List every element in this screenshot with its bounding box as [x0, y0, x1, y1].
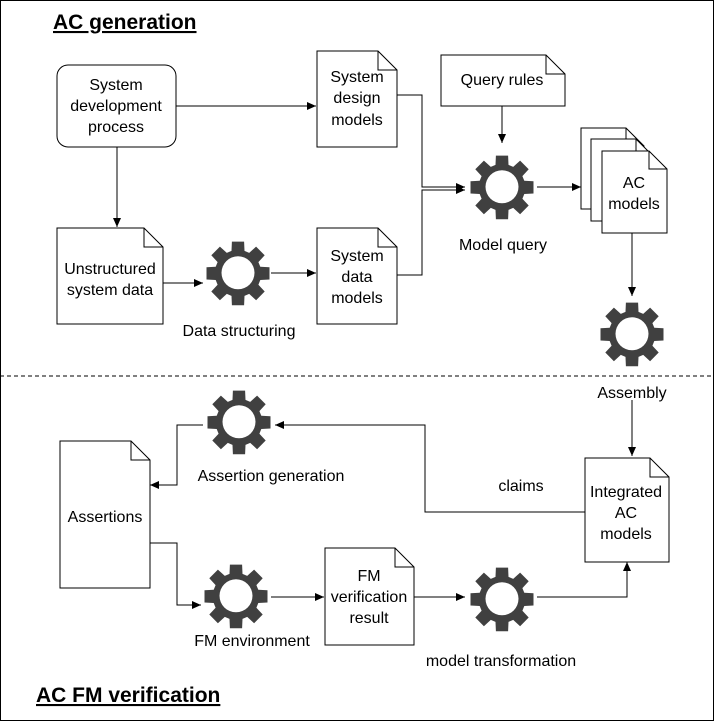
svg-text:result: result: [349, 610, 389, 627]
node-assertions: Assertions: [59, 440, 151, 589]
svg-text:models: models: [608, 196, 660, 213]
edge-design-to-query: [397, 94, 465, 191]
edge-sysdata-to-query: [397, 186, 465, 276]
node-query-rules: Query rules: [440, 54, 566, 107]
edges: [113, 94, 636, 609]
svg-text:System: System: [89, 77, 142, 94]
edge-assertions-to-fmenv: [150, 542, 201, 609]
section-title-ac-fm-verification: AC FM verification: [36, 684, 220, 707]
assertion-generation-gear-icon: [207, 390, 271, 455]
svg-text:AC: AC: [623, 175, 645, 192]
process-fm-environment: FM environment: [194, 564, 310, 650]
node-unstructured-system-data: Unstructured system data: [56, 227, 164, 325]
node-system-data-models: System data models: [316, 227, 398, 325]
node-system-development-process: System development process: [56, 64, 177, 148]
svg-text:Data structuring: Data structuring: [183, 323, 296, 340]
process-assertion-generation: Assertion generation: [198, 390, 345, 485]
svg-text:models: models: [600, 526, 652, 543]
svg-text:AC: AC: [615, 505, 637, 522]
model-query-gear-icon: [470, 155, 534, 220]
svg-text:verification: verification: [331, 589, 407, 606]
node-fm-verification-result: FM verification result: [324, 547, 415, 646]
svg-text:data: data: [341, 269, 372, 286]
svg-text:System: System: [330, 69, 383, 86]
model-transformation-gear-icon: [470, 567, 534, 632]
node-system-design-models: System design models: [316, 50, 398, 148]
node-integrated-ac-models: Integrated AC models: [584, 457, 670, 563]
process-model-transformation: model transformation: [426, 567, 576, 670]
svg-text:FM environment: FM environment: [194, 633, 310, 650]
process-assembly: Assembly: [597, 302, 667, 402]
svg-text:Model query: Model query: [459, 237, 547, 254]
svg-text:Integrated: Integrated: [590, 484, 662, 501]
svg-text:Query rules: Query rules: [461, 72, 544, 89]
svg-text:Assembly: Assembly: [597, 385, 666, 402]
edge-transform-to-integrated: [537, 562, 631, 598]
fm-environment-gear-icon: [204, 564, 268, 629]
svg-text:development: development: [70, 98, 162, 115]
svg-text:design: design: [333, 90, 380, 107]
svg-text:models: models: [331, 112, 383, 129]
svg-text:Assertion generation: Assertion generation: [198, 468, 345, 485]
svg-text:process: process: [88, 119, 144, 136]
data-structuring-gear-icon: [206, 241, 270, 306]
edge-assertiongen-to-assertions: [150, 424, 203, 489]
node-ac-models: AC models: [580, 127, 668, 234]
svg-text:System: System: [330, 248, 383, 265]
svg-text:Unstructured: Unstructured: [64, 261, 156, 278]
edge-integrated-to-assertiongen: [275, 421, 585, 513]
assembly-gear-icon: [600, 302, 664, 367]
svg-text:system data: system data: [67, 282, 153, 299]
process-data-structuring: Data structuring: [183, 241, 296, 340]
svg-text:FM: FM: [357, 568, 380, 585]
edge-label-claims: claims: [498, 478, 543, 495]
section-title-ac-generation: AC generation: [53, 11, 197, 34]
process-model-query: Model query: [459, 155, 547, 254]
svg-text:models: models: [331, 290, 383, 307]
svg-text:Assertions: Assertions: [68, 509, 143, 526]
svg-text:model transformation: model transformation: [426, 653, 576, 670]
